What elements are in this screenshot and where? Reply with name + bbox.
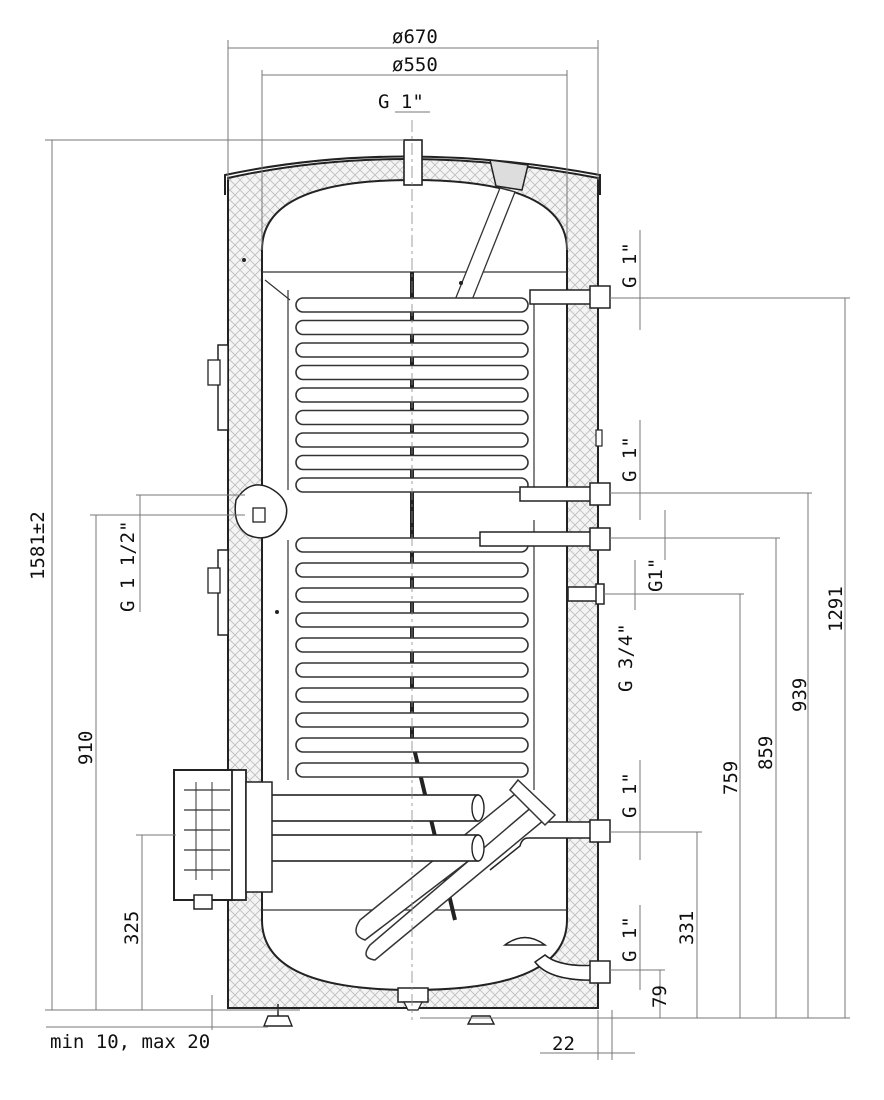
electric-heater-element (173, 769, 485, 910)
upper-coil-top-connection-label: G 1" (619, 242, 641, 288)
height-325-label: 325 (121, 911, 143, 945)
height-859-label: 859 (755, 736, 777, 770)
height-331-label: 331 (676, 911, 698, 945)
total-height-label: 1581±2 (27, 511, 49, 580)
top-outlet-pipe (403, 139, 423, 186)
height-1291-label: 1291 (825, 586, 847, 632)
upper-coil-bottom-connection-label: G 1" (619, 436, 641, 482)
dimension-lines (45, 40, 850, 1060)
right-connections (479, 285, 611, 984)
feet-adjustment-label: min 10, max 20 (50, 1031, 210, 1053)
diameter-outer-label: ø670 (392, 26, 438, 48)
offset-22-label: 22 (552, 1033, 575, 1055)
g34-connection-label: G 3/4" (615, 623, 637, 692)
lower-coil-connection-label: G 1" (619, 772, 641, 818)
tank-shell (261, 178, 568, 992)
height-939-label: 939 (789, 678, 811, 712)
side-connection-label: G 1 1/2" (117, 520, 139, 612)
height-79-label: 79 (649, 985, 671, 1008)
g1-connection-label: G1" (645, 558, 667, 592)
diameter-inner-label: ø550 (392, 54, 438, 76)
top-connection-label: G 1" (378, 91, 424, 113)
bottom-connection-label: G 1" (619, 916, 641, 962)
height-759-label: 759 (720, 761, 742, 795)
height-910-label: 910 (75, 731, 97, 765)
left-fittings (207, 258, 463, 636)
